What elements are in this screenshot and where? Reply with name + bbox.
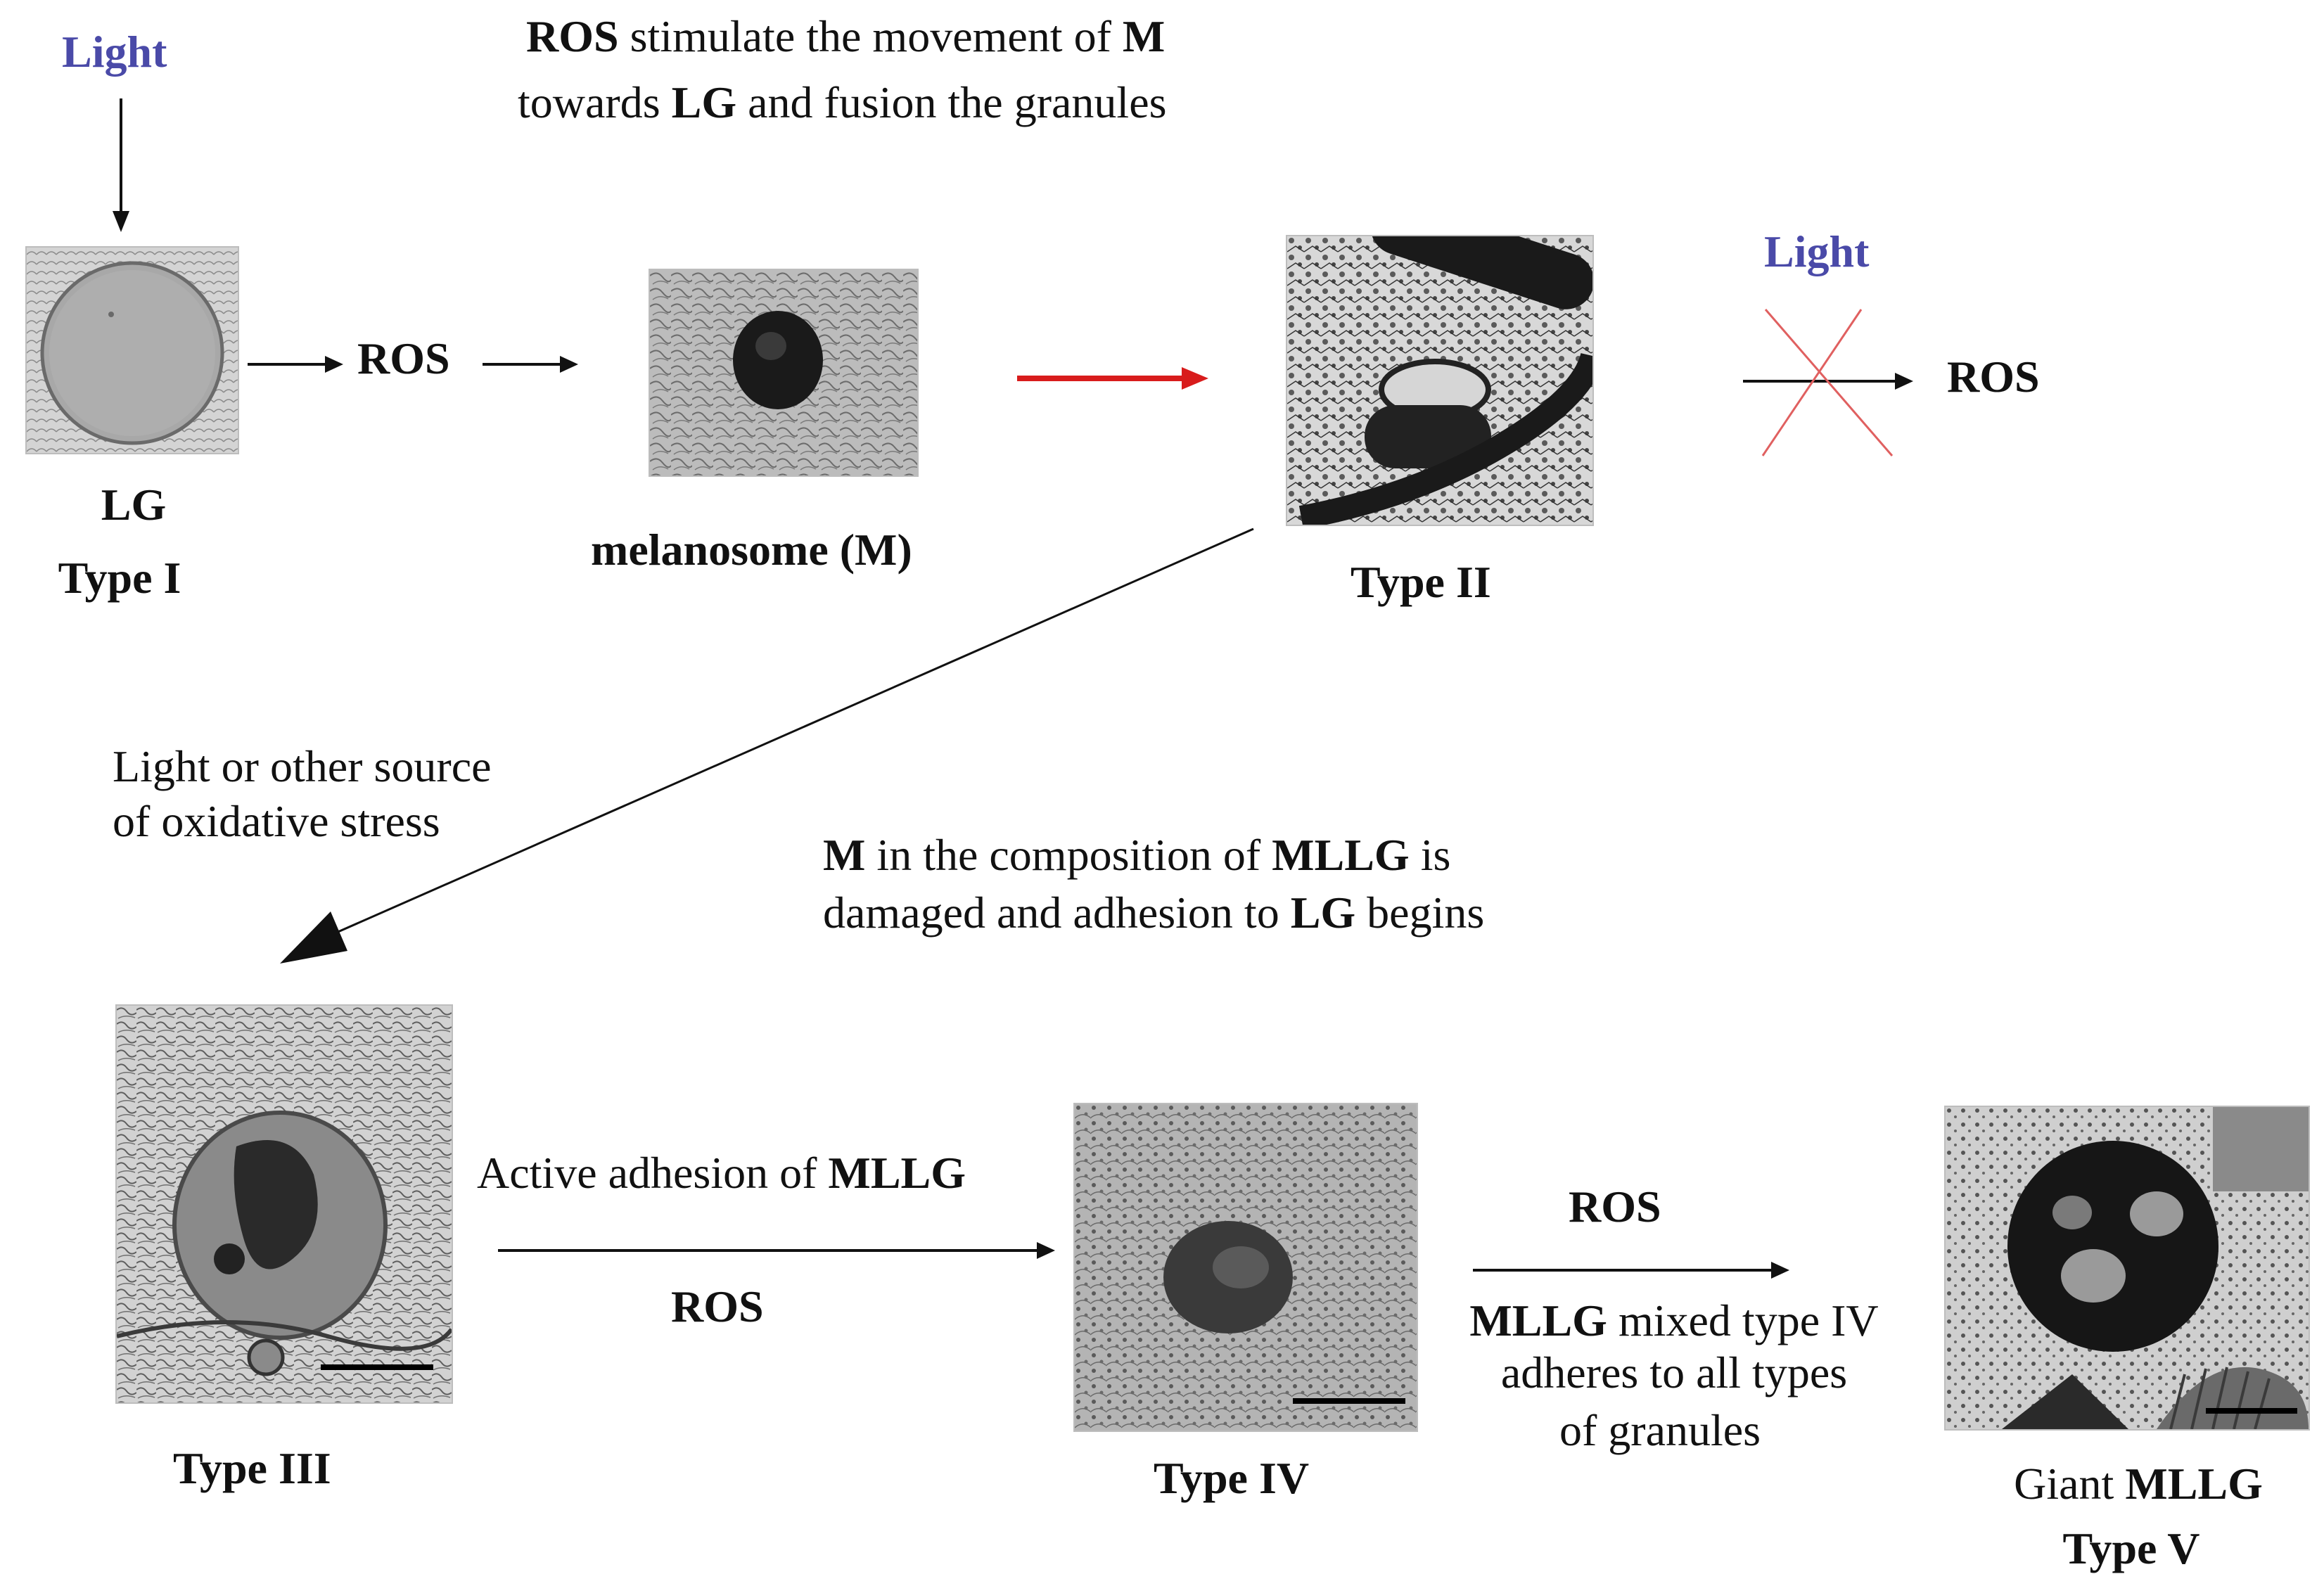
lg-micrograph: [25, 246, 239, 454]
arrow-right-icon: [498, 1242, 1055, 1259]
adhesion-word: MLLG: [828, 1148, 966, 1198]
note-top-line1: ROS stimulate the movement of M: [526, 10, 1165, 64]
mixed-line2: adheres to all types: [1500, 1348, 1848, 1397]
note-top-word: LG: [671, 77, 737, 127]
arrow-right-icon: [1473, 1262, 1789, 1279]
type4-label: Type IV: [1154, 1453, 1310, 1503]
note-mid-word: MLLG: [1272, 830, 1410, 880]
note-mid-word: M: [823, 830, 866, 880]
ros-label-bottom-right: ROS: [1569, 1182, 1661, 1231]
note-mid-word: LG: [1290, 888, 1356, 938]
type5-word: MLLG: [2125, 1459, 2263, 1509]
mixed-line3: of granules: [1559, 1405, 1761, 1455]
note-left-line2: of oxidative stress: [113, 796, 440, 846]
melanosome-micrograph: [649, 269, 919, 477]
note-top-word: towards: [518, 77, 672, 127]
note-mid-word: begins: [1355, 888, 1485, 938]
note-mid-word: in the composition of: [865, 830, 1272, 880]
mixed-word: mixed type IV: [1607, 1295, 1879, 1345]
cross-icon: [1761, 309, 1894, 456]
adhesion-word: Active adhesion of: [477, 1148, 829, 1198]
adhesion-label: Active adhesion of MLLG: [477, 1146, 966, 1201]
note-top-word: ROS: [526, 11, 619, 61]
arrow-right-icon: [248, 356, 343, 373]
diagonal-arrow-icon: [280, 527, 1254, 964]
type5-line1: Giant MLLG: [1969, 1457, 2307, 1511]
blocked-arrow-icon: [1743, 373, 1913, 390]
note-mid-word: is: [1409, 830, 1451, 880]
arrow-down-icon: [113, 98, 129, 232]
note-top-line2: towards LG and fusion the granules: [518, 76, 1167, 130]
ros-label-top: ROS: [357, 333, 450, 383]
ros-label-right: ROS: [1947, 352, 2040, 402]
type5-word: Giant: [2014, 1459, 2126, 1509]
type1-label: Type I: [58, 553, 181, 603]
mixed-word: MLLG: [1469, 1295, 1607, 1345]
note-top-word: stimulate the movement of: [618, 11, 1123, 61]
lg-label: LG: [101, 480, 167, 530]
note-mid-word: damaged and adhesion to: [823, 888, 1291, 938]
type3-micrograph: [115, 1004, 453, 1404]
type5-micrograph: [1944, 1106, 2310, 1431]
type2-label: Type II: [1351, 557, 1491, 607]
type4-micrograph: [1073, 1103, 1418, 1432]
note-mid-line1: M in the composition of MLLG is: [823, 829, 1450, 883]
mixed-line1: MLLG mixed type IV: [1428, 1294, 1920, 1348]
light-label-right: Light: [1764, 226, 1870, 276]
note-left-line1: Light or other source: [113, 741, 492, 791]
red-arrow-icon: [1017, 367, 1208, 390]
type2-micrograph: [1286, 235, 1594, 526]
light-label-top: Light: [62, 27, 167, 77]
type3-label: Type III: [173, 1443, 331, 1493]
type5-line2: Type V: [2062, 1523, 2200, 1573]
melanosome-label: melanosome (M): [591, 525, 912, 575]
ros-label-bottom-left: ROS: [671, 1281, 764, 1331]
note-top-word: M: [1122, 11, 1166, 61]
arrow-right-icon: [483, 356, 578, 373]
note-mid-line2: damaged and adhesion to LG begins: [823, 886, 1484, 940]
note-top-word: and fusion the granules: [736, 77, 1167, 127]
